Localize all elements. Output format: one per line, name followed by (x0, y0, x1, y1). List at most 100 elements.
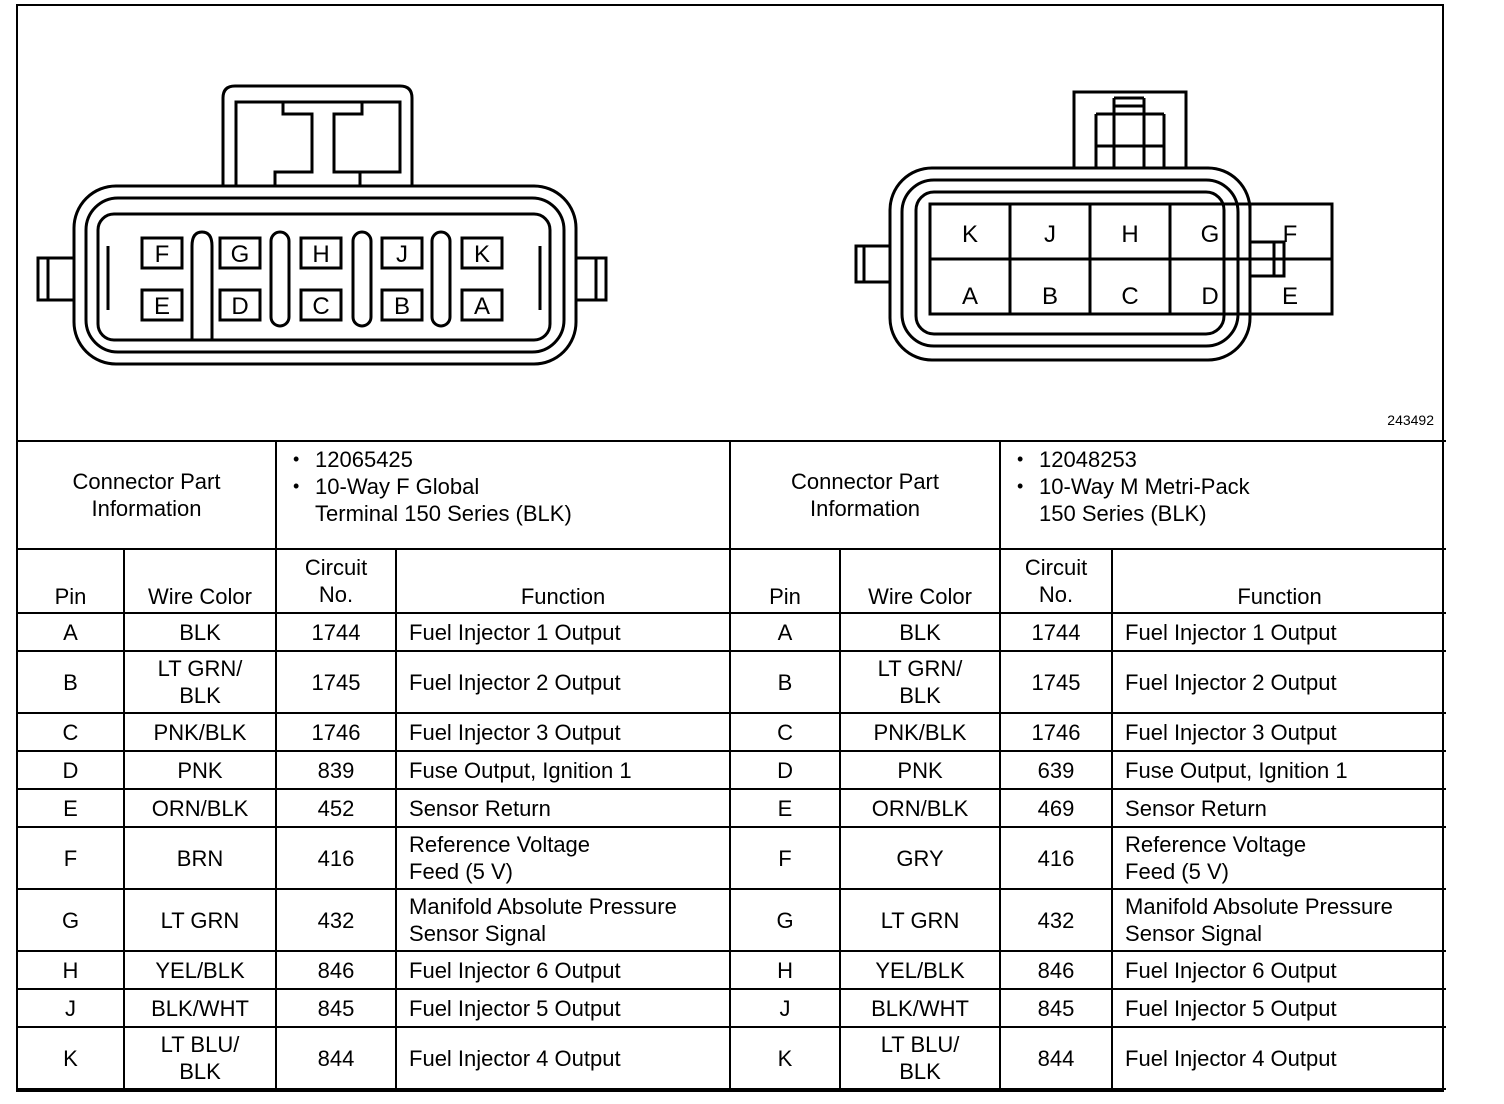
female-pin-box (299, 236, 343, 270)
pin-value: F (63, 845, 78, 871)
header-circuit-line2: No. (318, 582, 354, 607)
wire-color-cell: LT GRN (122, 888, 278, 952)
function-cell: Fuel Injector 6 Output (1111, 950, 1447, 990)
wire-color-value: ORN/BLK (151, 795, 249, 821)
function-value: Fuel Injector 6 Output (409, 957, 621, 983)
female-lock-tab-left (273, 102, 314, 186)
right-info-label: Connector Part Information (791, 469, 939, 521)
function-value: Fuel Injector 5 Output (1125, 995, 1337, 1021)
pinout-table: Connector Part Information 12065425 10-W… (18, 440, 1447, 1090)
function-value: Sensor Signal (1125, 921, 1263, 946)
function-value: Fuse Output, Ignition 1 (1125, 757, 1348, 783)
circuit-cell: 844 (999, 1026, 1114, 1090)
pin-cell: J (729, 988, 842, 1028)
function-value: Fuel Injector 4 Output (1125, 1045, 1337, 1071)
female-divider-4 (430, 230, 452, 328)
male-pin-label: F (1283, 221, 1298, 248)
male-pin-label: G (1201, 221, 1220, 248)
pin-value: H (62, 957, 79, 983)
header-circuit-line1: Circuit (1024, 555, 1088, 580)
left-desc-line1: 10-Way F Global (293, 473, 721, 500)
header-wire-color: Wire Color (839, 548, 1002, 614)
function-value: Fuel Injector 3 Output (409, 719, 621, 745)
function-value: Fuel Injector 1 Output (409, 619, 621, 645)
function-value: Fuel Injector 4 Output (409, 1045, 621, 1071)
female-divider-2 (269, 230, 291, 328)
wire-color-cell: PNK/BLK (122, 712, 278, 752)
male-pin-label: A (962, 283, 978, 310)
wire-color-value: YEL/BLK (875, 957, 965, 983)
function-cell: Fuel Injector 4 Output (1111, 1026, 1447, 1090)
pin-value: C (777, 719, 793, 745)
male-pin-labels: K J H G F A B C D E (962, 221, 1298, 310)
function-value: Sensor Return (409, 795, 551, 821)
male-pin-label: C (1121, 283, 1138, 310)
wire-color-cell: BLK/WHT (122, 988, 278, 1028)
wire-color-value: LT GRN/ (877, 656, 963, 681)
circuit-value: 839 (317, 757, 355, 783)
circuit-value: 416 (1037, 845, 1075, 871)
circuit-cell: 1744 (999, 612, 1114, 652)
wire-color-value: PNK (177, 757, 223, 783)
circuit-cell: 844 (275, 1026, 398, 1090)
pin-value: J (65, 995, 76, 1021)
figure-number: 243492 (1387, 412, 1434, 428)
header-circuit-line1: Circuit (304, 555, 368, 580)
wire-color-cell: LT BLU/BLK (122, 1026, 278, 1090)
pin-cell: C (729, 712, 842, 752)
circuit-value: 846 (1037, 957, 1075, 983)
wire-color-value: BLK (899, 1059, 941, 1084)
circuit-cell: 846 (275, 950, 398, 990)
wire-color-value: PNK/BLK (153, 719, 247, 745)
left-part-info-cell: 12065425 10-Way F Global Terminal 150 Se… (275, 440, 732, 550)
circuit-cell: 452 (275, 788, 398, 828)
circuit-cell: 839 (275, 750, 398, 790)
right-desc-line1: 10-Way M Metri-Pack (1017, 473, 1438, 500)
circuit-cell: 1746 (999, 712, 1114, 752)
wire-color-cell: LT GRN (839, 888, 1002, 952)
connector-info-row: Connector Part Information 12065425 10-W… (18, 440, 1447, 550)
function-value: Fuse Output, Ignition 1 (409, 757, 632, 783)
circuit-cell: 1745 (999, 650, 1114, 714)
pin-value: B (777, 669, 793, 695)
header-pin: Pin (729, 548, 842, 614)
female-pin-label: G (231, 241, 250, 268)
pin-value: D (777, 757, 793, 783)
header-circuit: Circuit No. (275, 548, 398, 614)
function-value: Feed (5 V) (1125, 859, 1229, 884)
female-body-inner (96, 212, 552, 342)
function-cell: Fuel Injector 3 Output (1111, 712, 1447, 752)
wire-color-value: ORN/BLK (871, 795, 969, 821)
pin-cell: A (18, 612, 125, 652)
pin-value: G (61, 907, 80, 933)
pin-cell: K (729, 1026, 842, 1090)
circuit-value: 432 (317, 907, 355, 933)
wire-color-cell: GRY (839, 826, 1002, 890)
circuit-value: 1746 (311, 719, 361, 745)
header-circuit-line2: No. (1038, 582, 1074, 607)
male-ear-left (854, 244, 892, 284)
function-value: Fuel Injector 2 Output (1125, 669, 1337, 695)
male-pin-label: E (1282, 283, 1298, 310)
male-pin-label: J (1044, 221, 1056, 248)
function-cell: Fuel Injector 4 Output (395, 1026, 732, 1090)
male-pin-label: B (1042, 283, 1058, 310)
column-header-row: Pin Wire Color Circuit No. Function Pin … (18, 548, 1447, 614)
pin-cell: A (729, 612, 842, 652)
pin-cell: D (18, 750, 125, 790)
circuit-cell: 432 (275, 888, 398, 952)
female-body-mid (84, 196, 566, 354)
circuit-value: 844 (1037, 1045, 1075, 1071)
female-pin-label: E (154, 293, 170, 320)
circuit-cell: 416 (999, 826, 1114, 890)
pin-value: E (63, 795, 78, 821)
pin-cell: G (729, 888, 842, 952)
circuit-cell: 1746 (275, 712, 398, 752)
wire-color-value: PNK (897, 757, 943, 783)
circuit-cell: 416 (275, 826, 398, 890)
pin-cell: E (729, 788, 842, 828)
